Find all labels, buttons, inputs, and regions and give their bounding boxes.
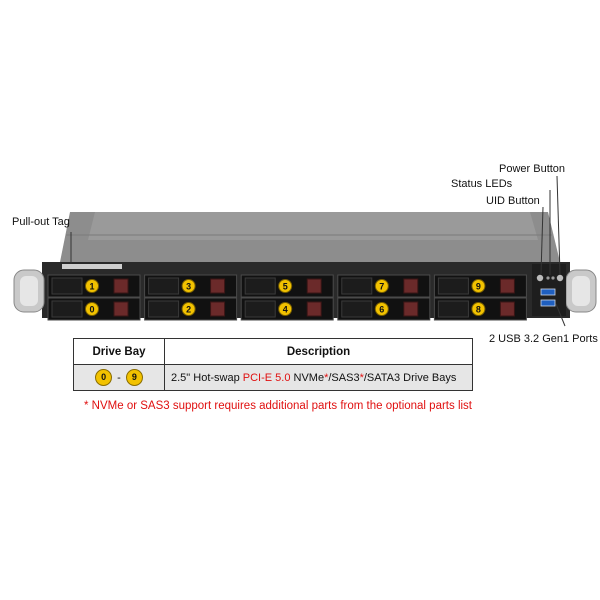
power-button[interactable] [556,274,564,282]
drive-bay-badge [181,279,196,293]
bay-badge-start: 0 [95,369,113,386]
drive-bay-4[interactable]: 4 [240,297,334,321]
pull-out-tag[interactable] [62,264,122,269]
table-header-row: Drive Bay Description [73,338,473,365]
server-chassis-illustration: 1 3 5 7 9 0 2 4 6 8 [13,175,597,327]
drive-bay-number: 7 [379,281,384,291]
chassis-top-shade [88,212,538,240]
drive-latch[interactable] [210,301,226,317]
desc-pcie: PCI-E 5.0 [242,371,291,384]
drive-bay-badge [85,279,99,293]
desc-suffix: /SATA3 Drive Bays [363,371,457,384]
drive-bay-5[interactable]: 5 [240,274,334,298]
drive-bay-7[interactable]: 7 [337,274,431,298]
callout-uid-button: UID Button [486,195,540,207]
callout-pull-out-tag: Pull-out Tag [12,216,70,228]
drive-bay-badge [374,302,389,316]
drive-bay-number: 3 [186,281,191,291]
header-drive-bay: Drive Bay [73,338,165,365]
drive-bay-badge [85,302,99,316]
drive-bay-badge [471,302,486,316]
drive-latch[interactable] [499,301,515,317]
drive-bay-2[interactable]: 2 [144,297,238,321]
bay-range-cell: 0-9 [73,364,165,391]
drive-latch[interactable] [113,278,129,294]
drive-latch[interactable] [210,278,226,294]
drive-bay-badge [471,279,486,293]
drive-latch[interactable] [113,301,129,317]
drive-bay-badge [181,302,196,316]
table-row: 0-9 2.5" Hot-swap PCI-E 5.0 NVMe*/SAS3*/… [73,364,473,391]
uid-button[interactable] [536,274,544,282]
desc-prefix: 2.5" Hot-swap [171,371,243,384]
usb-port-1[interactable] [540,288,556,296]
drive-latch[interactable] [306,278,322,294]
callout-usb-ports: 2 USB 3.2 Gen1 Ports [489,333,598,345]
drive-bay-number: 2 [186,304,191,314]
header-description: Description [164,338,473,365]
range-separator: - [117,371,121,384]
drive-bay-3[interactable]: 3 [144,274,238,298]
drive-bay-number: 5 [283,281,288,291]
bay-description-cell: 2.5" Hot-swap PCI-E 5.0 NVMe*/SAS3*/SATA… [164,364,473,391]
desc-star-1: * [324,371,329,384]
drive-bay-number: 0 [89,304,94,314]
drive-bay-8[interactable]: 8 [433,297,527,321]
status-led-2 [551,276,555,280]
drive-bay-6[interactable]: 6 [337,297,431,321]
drive-bay-number: 8 [476,304,481,314]
drive-bay-number: 9 [476,281,481,291]
callout-power-button: Power Button [499,163,566,175]
drive-bay-number: 1 [89,281,94,291]
drive-bay-1[interactable]: 1 [47,274,141,298]
drive-latch[interactable] [306,301,322,317]
drive-bay-number: 6 [379,304,384,314]
drive-latch[interactable] [499,278,515,294]
drive-bay-grid: 1 3 5 7 9 0 2 4 6 8 [47,274,527,321]
drive-bay-number: 4 [283,304,288,314]
footnote: * NVMe or SAS3 support requires addition… [84,400,472,412]
usb-port-2[interactable] [540,299,556,307]
desc-sas3: /SAS3 [328,371,360,384]
drive-latch[interactable] [403,301,419,317]
callout-status-leds: Status LEDs [451,178,513,190]
bay-badge-end: 9 [125,369,143,386]
drive-bay-0[interactable]: 0 [47,297,141,321]
status-led-1 [546,276,550,280]
drive-bay-badge [278,279,293,293]
drive-bay-9[interactable]: 9 [433,274,527,298]
drive-bay-badge [278,302,293,316]
drive-latch[interactable] [403,278,419,294]
drive-bay-badge [374,279,389,293]
desc-star-2: * [359,371,364,384]
drive-bay-table: Drive Bay Description 0-9 2.5" Hot-swap … [73,338,473,391]
desc-nvme: NVMe [290,371,325,384]
